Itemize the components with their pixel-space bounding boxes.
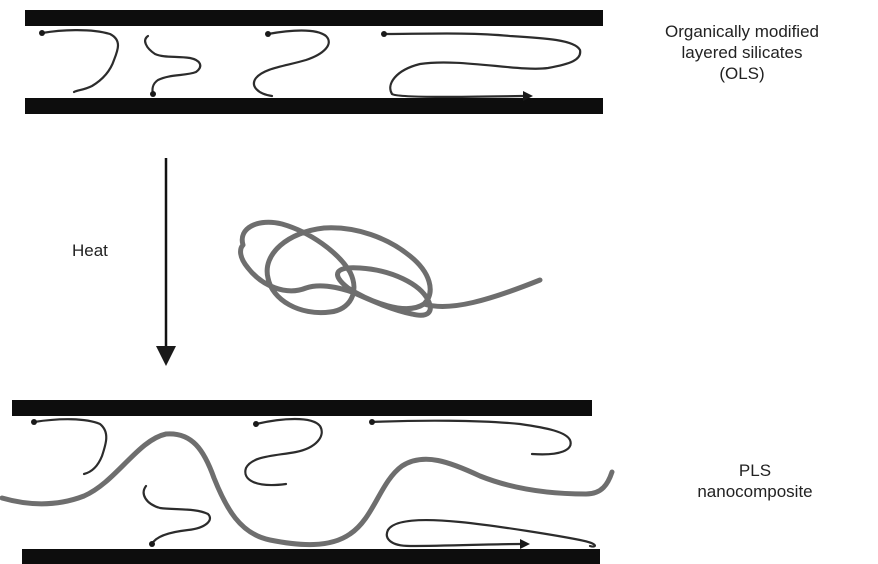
pls-label: PLS nanocomposite (680, 460, 830, 502)
intercalated-polymer-chain (2, 434, 612, 545)
surfactant-chain (372, 421, 571, 455)
polymer-coil (241, 222, 540, 315)
pls-gallery (2, 400, 612, 564)
silicate-layer-bottom (25, 98, 603, 114)
pls-label-line: nanocomposite (680, 481, 830, 502)
heat-label: Heat (72, 240, 152, 261)
ols-label-line: Organically modified (612, 21, 872, 42)
surfactant-chain (387, 530, 520, 546)
ols-label: Organically modified layered silicates (… (612, 21, 872, 84)
silicate-layer-top (12, 400, 592, 416)
silicate-layer-bottom (22, 549, 600, 564)
silicate-layer-top (25, 10, 603, 26)
pls-label-line: PLS (680, 460, 830, 481)
surfactant-chain (388, 520, 595, 546)
ols-gallery (25, 10, 603, 114)
heat-arrow (156, 158, 176, 366)
surfactant-chain (42, 30, 118, 92)
surfactant-chains (39, 30, 580, 101)
surfactant-chain (144, 486, 210, 544)
surfactant-chain (34, 419, 106, 474)
surfactant-chain (245, 419, 321, 485)
ols-label-line: layered silicates (612, 42, 872, 63)
ols-label-line: (OLS) (612, 63, 872, 84)
surfactant-chain (145, 36, 200, 94)
surfactant-chain (254, 31, 329, 97)
surfactant-chain (384, 34, 580, 97)
